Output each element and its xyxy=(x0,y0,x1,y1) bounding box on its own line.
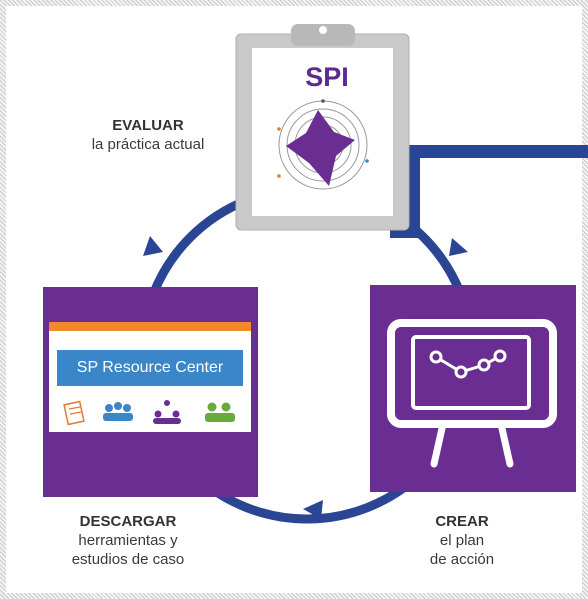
resource-icons xyxy=(63,400,235,426)
create-label-line2: de acción xyxy=(429,551,495,568)
clipboard xyxy=(235,24,410,231)
download-label-line1: herramientas y xyxy=(78,532,178,549)
connector-bar xyxy=(390,145,588,238)
radar-chart-icon xyxy=(277,99,369,190)
clipboard-title: SPI xyxy=(305,62,349,92)
create-label-line1: el plan xyxy=(439,532,485,549)
evaluate-label-text: la práctica actual xyxy=(91,136,205,153)
arrow-head-bottom xyxy=(303,500,323,519)
create-label-bold: CREAR xyxy=(435,513,489,530)
create-panel xyxy=(370,285,576,492)
download-label: DESCARGAR herramientas y estudios de cas… xyxy=(48,512,208,569)
arrow-head-top-left xyxy=(143,236,163,256)
arrow-head-top-right xyxy=(449,238,468,256)
download-label-bold: DESCARGAR xyxy=(79,513,177,530)
presentation-board-icon xyxy=(387,319,557,468)
evaluate-label-bold: EVALUAR xyxy=(112,117,184,134)
download-label-line2: estudios de caso xyxy=(71,551,185,568)
screenshot-header-bar xyxy=(49,322,251,331)
resource-center-title: SP Resource Center xyxy=(57,350,243,386)
evaluate-label: EVALUAR la práctica actual xyxy=(68,116,228,154)
create-label: CREAR el plan de acción xyxy=(407,512,517,569)
